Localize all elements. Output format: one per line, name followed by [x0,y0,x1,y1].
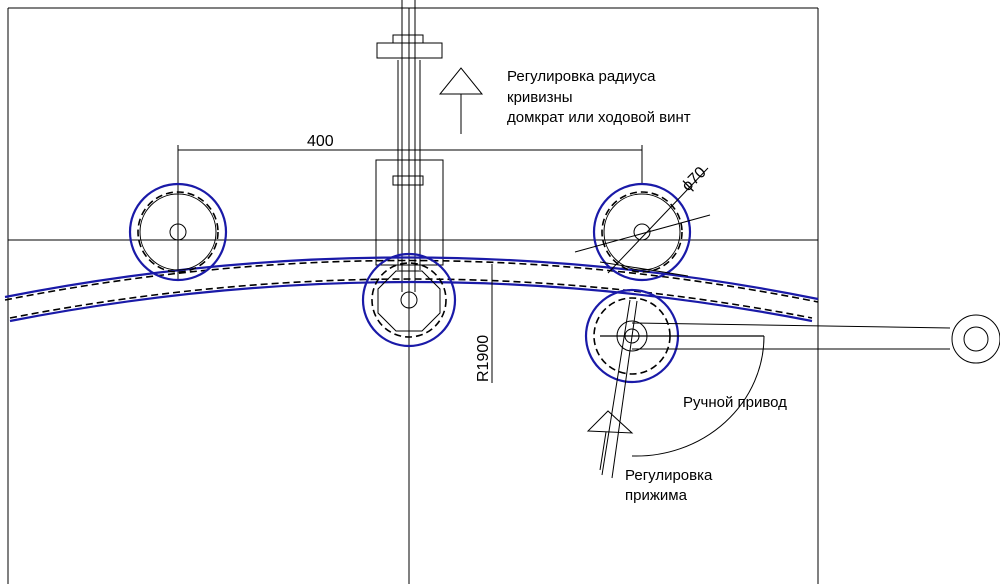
radius-adjust-title: Регулировка радиуса [507,68,656,85]
bent-profile [4,256,819,323]
radius-adjust-subtitle: кривизны [507,89,573,106]
center-lines [8,8,818,584]
left-roller [128,182,228,282]
radius-dimension: R1900 [475,264,493,383]
right-upper-roller [574,167,711,282]
pressure-screw [599,299,638,479]
drive-lever [600,314,1000,457]
dimension-400-label: 400 [307,133,334,150]
radius-adjust-method: домкрат или ходовой винт [507,109,691,126]
center-roller [361,252,457,348]
adjustment-screw [375,0,444,292]
dimension-400: 400 [178,133,643,185]
drawing-frame [7,7,819,584]
radius-label: R1900 [475,335,492,382]
diameter-label: ϕ70 [679,164,710,195]
pressure-adjust-subtitle: прижима [625,487,688,504]
pressure-adjust-title: Регулировка [625,467,713,484]
arrow-up-icon [438,67,484,134]
manual-drive-label: Ручной привод [683,394,787,411]
pressure-arrow-up-icon [586,410,634,434]
